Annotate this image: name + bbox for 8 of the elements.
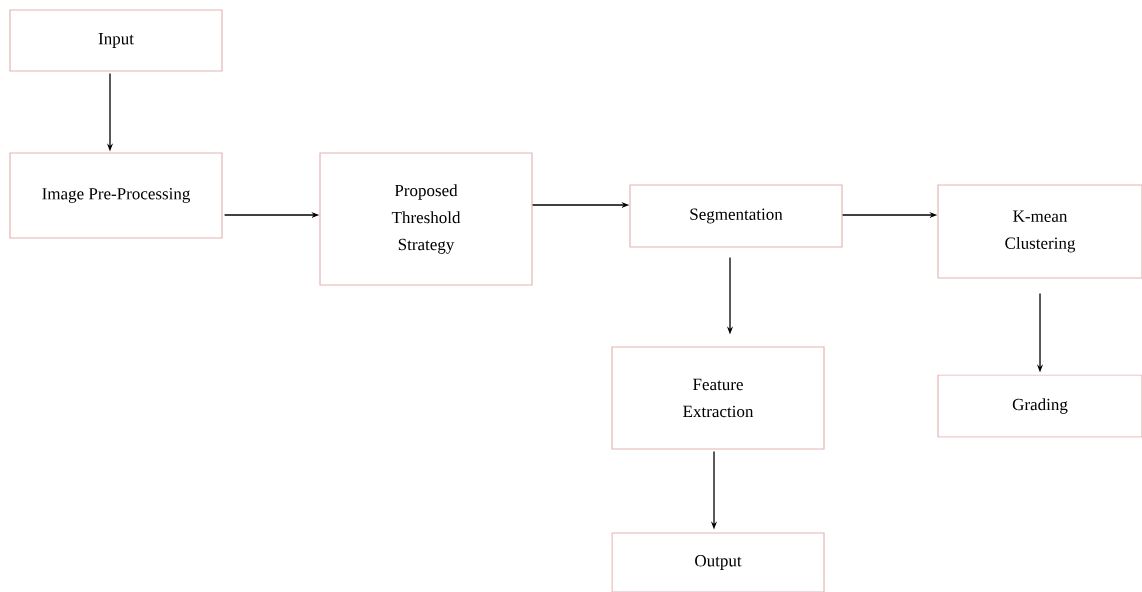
process-box: Output: [611, 532, 825, 592]
process-box: Feature Extraction: [611, 346, 825, 450]
process-box: Segmentation: [629, 184, 843, 248]
process-box: K-mean Clustering: [937, 184, 1142, 279]
process-box: Image Pre-Processing: [9, 152, 223, 239]
process-box: Grading: [937, 374, 1142, 438]
process-box: Proposed Threshold Strategy: [319, 152, 533, 286]
process-box: Input: [9, 9, 223, 72]
